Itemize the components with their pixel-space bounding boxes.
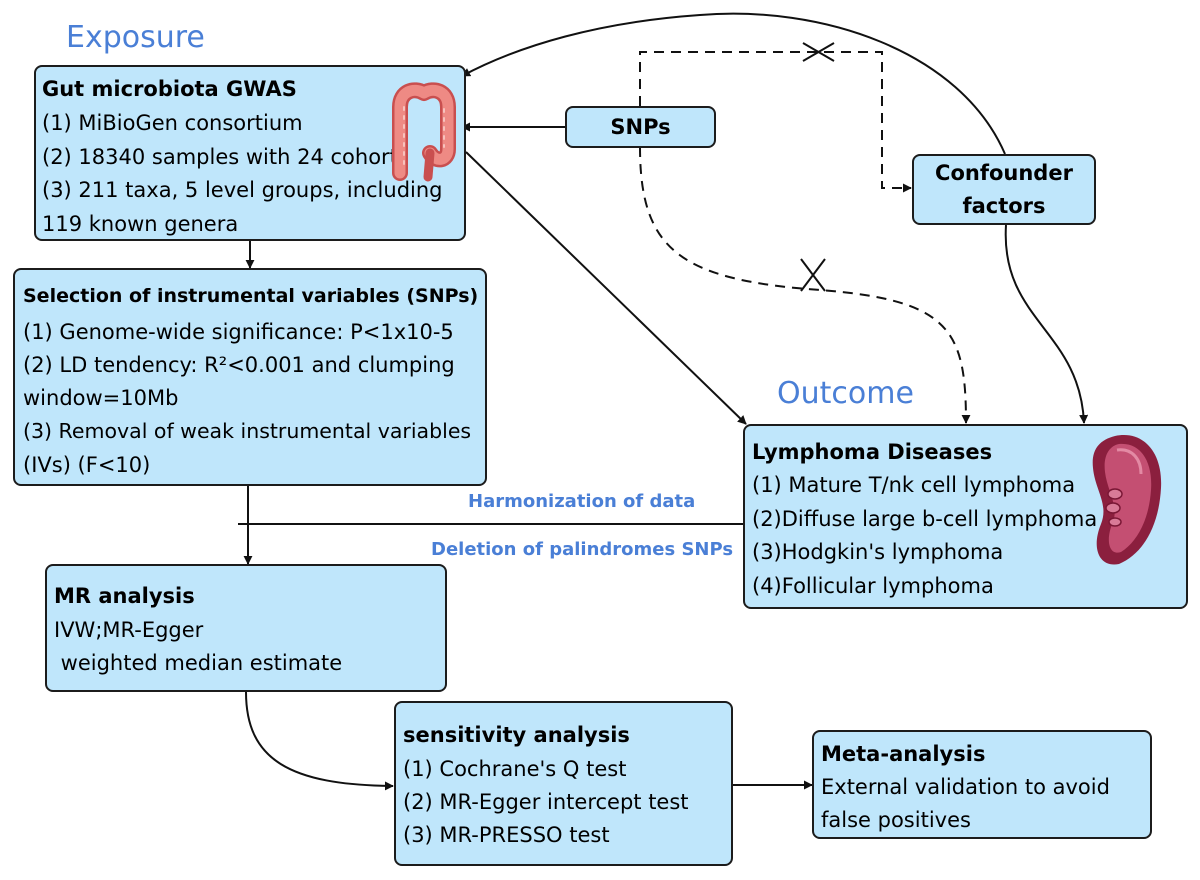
outcome-box: Lymphoma Diseases (1) Mature T/nk cell l… — [743, 424, 1188, 609]
colon-icon — [392, 82, 456, 182]
exposure-outcome-arrow — [465, 151, 747, 425]
harmonization-note: Harmonization of data — [468, 491, 696, 512]
selection-line-2: (2) LD tendency: R²<0.001 and clumping — [23, 353, 455, 377]
exposure-title: Gut microbiota GWAS — [42, 77, 297, 101]
sensitivity-line-2: (2) MR-Egger intercept test — [403, 790, 689, 814]
snps-label: SNPs — [610, 114, 671, 139]
spleen-icon — [1092, 435, 1162, 565]
sensitivity-title: sensitivity analysis — [403, 723, 630, 747]
exposure-line-3: (3) 211 taxa, 5 level groups, including — [42, 178, 443, 202]
confounder-outcome-arrow — [1004, 224, 1089, 424]
snps-box: SNPs — [565, 106, 716, 148]
confounder-line-2: factors — [962, 193, 1046, 218]
block-x-top — [802, 42, 835, 62]
selection-line-4: (3) Removal of weak instrumental variabl… — [23, 419, 472, 443]
selection-box: Selection of instrumental variables (SNP… — [13, 268, 487, 486]
meta-title: Meta-analysis — [821, 742, 986, 766]
mr-line-2: weighted median estimate — [54, 651, 343, 675]
snps-outcome-dashed — [639, 146, 971, 424]
exposure-heading: Exposure — [66, 20, 205, 55]
selection-title: Selection of instrumental variables (SNP… — [23, 285, 479, 307]
confounder-exposure-arrow — [461, 12, 1006, 155]
confounder-line-1: Confounder — [935, 160, 1073, 185]
selection-line-1: (1) Genome-wide significance: P<1x10-5 — [23, 320, 454, 344]
meta-line-2: false positives — [821, 808, 971, 832]
sensitivity-line-3: (3) MR-PRESSO test — [403, 823, 610, 847]
mr-line-1: IVW;MR-Egger — [54, 618, 204, 642]
selection-line-5: (IVs) (F<10) — [23, 453, 151, 477]
exposure-line-4: 119 known genera — [42, 212, 239, 236]
outcome-line-1: (1) Mature T/nk cell lymphoma — [752, 473, 1076, 497]
outcome-heading: Outcome — [777, 376, 914, 411]
mr-sensitivity-arrow — [245, 691, 394, 791]
snps-confounder-dashed — [639, 51, 912, 193]
meta-box: Meta-analysis External validation to avo… — [812, 730, 1152, 839]
outcome-title: Lymphoma Diseases — [752, 440, 993, 464]
mr-title: MR analysis — [54, 584, 195, 608]
mr-box: MR analysis IVW;MR-Egger weighted median… — [45, 564, 447, 692]
outcome-line-2: (2)Diffuse large b-cell lymphoma — [752, 507, 1098, 531]
exposure-line-2: (2) 18340 samples with 24 cohorts — [42, 145, 409, 169]
exposure-line-1: (1) MiBioGen consortium — [42, 111, 303, 135]
meta-line-1: External validation to avoid — [821, 775, 1110, 799]
sensitivity-box: sensitivity analysis (1) Cochrane's Q te… — [394, 701, 733, 866]
outcome-line-3: (3)Hodgkin's lymphoma — [752, 540, 1004, 564]
outcome-line-4: (4)Follicular lymphoma — [752, 574, 994, 598]
deletion-note: Deletion of palindromes SNPs — [431, 539, 734, 560]
confounder-box: Confounder factors — [912, 154, 1096, 225]
selection-line-3: window=10Mb — [23, 386, 179, 410]
sensitivity-line-1: (1) Cochrane's Q test — [403, 757, 627, 781]
block-x-mid — [800, 258, 826, 292]
exposure-box: Gut microbiota GWAS (1) MiBioGen consort… — [34, 65, 466, 241]
